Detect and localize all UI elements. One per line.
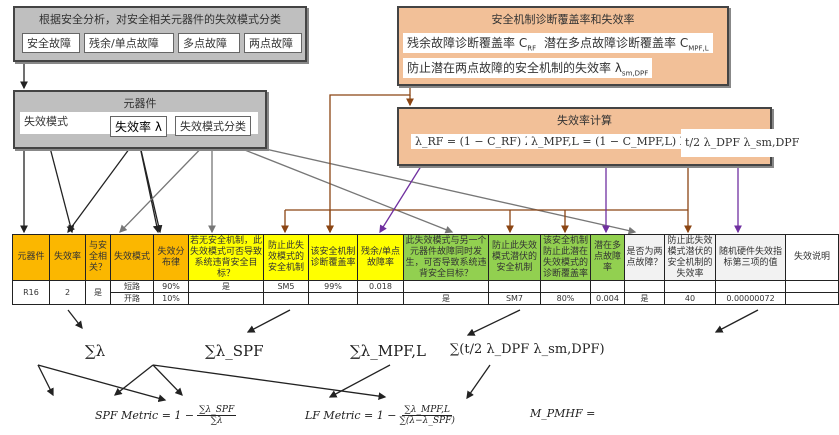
sum-dual-point: ∑(t/2 λ_DPF λ_sm,DPF) — [450, 342, 605, 357]
residual-coverage-text: 残余故障诊断覆盖率 C — [407, 36, 528, 50]
cell: 短路 — [110, 280, 154, 293]
classification-title: 根据安全分析，对安全相关元器件的失效模式分类 — [39, 13, 281, 26]
cell — [624, 280, 665, 293]
spf-denominator: ∑λ — [210, 416, 223, 426]
header-cell: 失效率 — [49, 234, 86, 281]
lf-metric-label: LF Metric = 1 − — [305, 409, 397, 422]
failure-mode-label: 失效模式 — [24, 115, 68, 128]
latent-coverage-sub: MPF,L — [688, 44, 709, 53]
header-cell: 防止此失效模式潜伏的安全机制的失效率 — [664, 234, 716, 281]
cell: SM7 — [488, 292, 541, 305]
header-cell: 随机硬件失效指标第三项的值 — [715, 234, 786, 281]
header-cell: 潜在多点故障率 — [590, 234, 625, 281]
cell: 开路 — [110, 292, 154, 305]
header-cell: 该安全机制防止此潜在失效模式的诊断覆盖率 — [540, 234, 591, 281]
calculation-box: 失效率计算 λ_RF = (1 − C_RF) λ λ_MPF,L = (1 −… — [397, 107, 804, 166]
latent-rate-formula: λ_MPF,L = (1 − C_MPF,L) λ — [527, 134, 691, 149]
calculation-title: 失效率计算 — [557, 114, 612, 127]
coverage-title: 安全机制诊断覆盖率和失效率 — [491, 13, 635, 26]
fmeda-table: 元器件 失效率 与安全相关？ 失效模式 失效分布律 若无安全机制，此失效模式可否… — [12, 234, 839, 305]
cell: 80% — [540, 292, 591, 305]
table-row: R16 2 是 短路 90% 是 SM5 99% 0.018 — [12, 280, 839, 305]
cell: 0.018 — [357, 280, 404, 293]
header-cell: 元器件 — [12, 234, 50, 281]
sum-lambda: ∑λ — [85, 342, 106, 360]
lf-numerator: ∑λ_MPF,L — [402, 405, 452, 416]
cell — [403, 280, 489, 293]
dual-point-fault-label: 两点故障 — [244, 33, 302, 53]
component-title: 元器件 — [123, 97, 157, 110]
safety-related-cell: 是 — [85, 280, 111, 305]
classification-box: 根据安全分析，对安全相关元器件的失效模式分类 安全故障 残余/单点故障 多点故障… — [13, 6, 307, 62]
cell — [664, 280, 716, 293]
header-cell: 是否为两点故障？ — [624, 234, 665, 281]
sm-failure-rate-text: 防止潜在两点故障的安全机制的失效率 λ — [407, 61, 622, 75]
cell: 99% — [308, 280, 358, 293]
sm-failure-rate-sub: sm,DPF — [621, 69, 649, 78]
lf-denominator: ∑(λ−λ_SPF) — [399, 416, 455, 426]
table-header-row: 元器件 失效率 与安全相关？ 失效模式 失效分布律 若无安全机制，此失效模式可否… — [12, 234, 839, 281]
coverage-box: 安全机制诊断覆盖率和失效率 残余故障诊断覆盖率 CRF 潜在多点故障诊断覆盖率 … — [397, 6, 729, 86]
cell: SM5 — [263, 280, 309, 293]
sum-lambda-spf: ∑λ_SPF — [205, 342, 264, 360]
residual-coverage-sub: RF — [527, 44, 537, 53]
header-cell: 失效说明 — [785, 234, 839, 281]
cell — [715, 280, 786, 293]
cell: 0.00000072 — [715, 292, 786, 305]
header-cell: 失效模式 — [110, 234, 154, 281]
cell: 10% — [153, 292, 189, 305]
rate-cell: 2 — [49, 280, 86, 305]
cell: 90% — [153, 280, 189, 293]
residual-rate-formula: λ_RF = (1 − C_RF) λ — [411, 134, 536, 149]
pmhf-metric: M_PMHF = — [530, 407, 596, 420]
component-box: 元器件 失效模式 失效率 λ 失效模式分类 — [13, 90, 267, 149]
failure-rate-label: 失效率 λ — [110, 116, 167, 137]
cell — [540, 280, 591, 293]
dual-point-formula: t/2 λ_DPF λ_sm,DPF — [681, 129, 804, 157]
header-cell: 防止此失效模式潜伏的安全机制 — [488, 234, 541, 281]
cell — [785, 292, 839, 305]
header-cell: 防止此失效模式的安全机制 — [263, 234, 309, 281]
cell — [357, 292, 404, 305]
cell: 是 — [624, 292, 665, 305]
header-cell: 若无安全机制，此失效模式可否导致系统违背安全目标？ — [188, 234, 264, 281]
cell: 40 — [664, 292, 716, 305]
cell — [263, 292, 309, 305]
spf-metric-label: SPF Metric = 1 − — [95, 409, 195, 422]
sum-lambda-mpf: ∑λ_MPF,L — [350, 342, 426, 360]
header-cell: 与安全相关？ — [85, 234, 111, 281]
spf-numerator: ∑λ_SPF — [197, 405, 237, 416]
table-row: 开路 10% 是 SM7 80% 0.004 是 40 0.00000072 — [13, 292, 839, 305]
lf-metric: LF Metric = 1 − ∑λ_MPF,L∑(λ−λ_SPF) — [305, 405, 455, 426]
header-cell: 此失效模式与另一个元器件故障同时发生，可否导致系统违背安全目标？ — [403, 234, 489, 281]
multipoint-fault-label: 多点故障 — [178, 33, 240, 53]
safe-fault-label: 安全故障 — [22, 33, 80, 53]
cell — [308, 292, 358, 305]
residual-coverage-label: 残余故障诊断覆盖率 CRF — [403, 33, 541, 54]
cell — [785, 280, 839, 293]
latent-coverage-label: 潜在多点故障诊断覆盖率 CMPF,L — [540, 33, 713, 54]
latent-coverage-text: 潜在多点故障诊断覆盖率 C — [544, 36, 689, 50]
residual-fault-label: 残余/单点故障 — [84, 33, 174, 53]
header-cell: 失效分布律 — [153, 234, 189, 281]
cell — [590, 280, 625, 293]
cell: 0.004 — [590, 292, 625, 305]
header-cell: 该安全机制诊断覆盖率 — [308, 234, 358, 281]
cell — [188, 292, 264, 305]
failure-classification-label: 失效模式分类 — [175, 116, 251, 136]
component-cell: R16 — [12, 280, 50, 305]
header-cell: 残余/单点故障率 — [357, 234, 404, 281]
cell: 是 — [403, 292, 489, 305]
spf-metric: SPF Metric = 1 −∑λ_SPF∑λ — [95, 405, 237, 426]
cell — [488, 280, 541, 293]
sm-failure-rate-label: 防止潜在两点故障的安全机制的失效率 λsm,DPF — [403, 58, 653, 79]
cell: 是 — [188, 280, 264, 293]
